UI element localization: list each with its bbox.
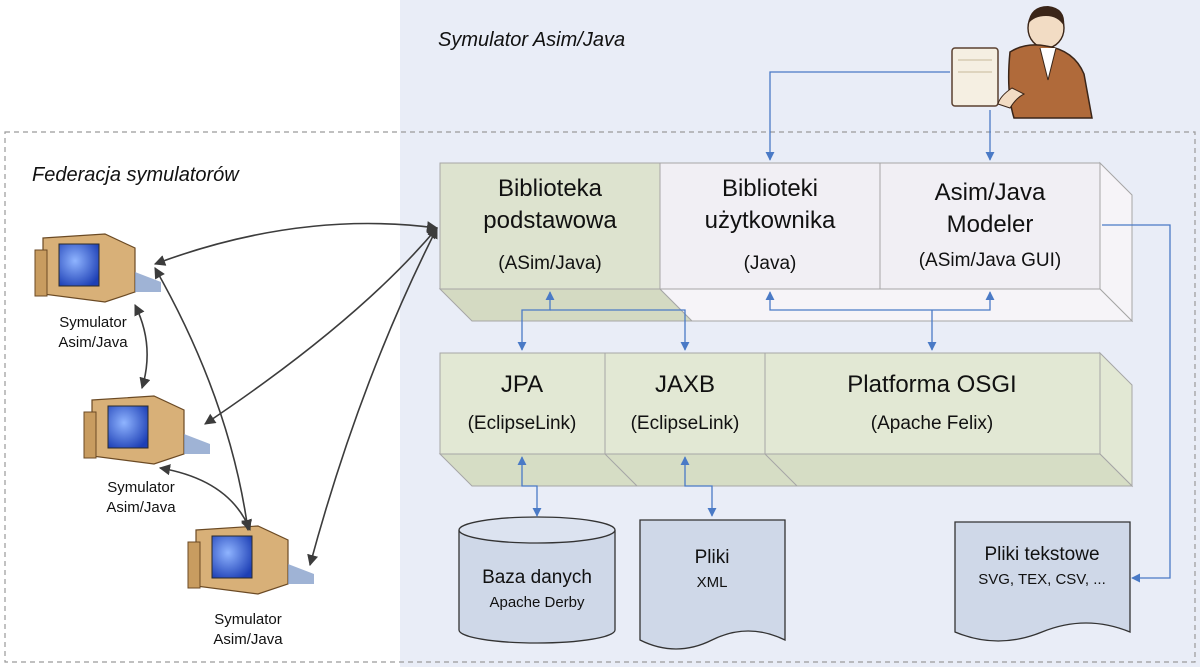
modeler-title-2: Modeler bbox=[947, 211, 1034, 238]
xml-document-icon bbox=[639, 519, 786, 650]
basic-library-box bbox=[439, 162, 661, 290]
database-sub: Apache Derby bbox=[489, 594, 585, 611]
simulator-1-label-2: Asim/Java bbox=[58, 334, 128, 351]
jaxb-sub: (EclipseLink) bbox=[631, 413, 740, 434]
modeler-sub: (ASim/Java GUI) bbox=[919, 250, 1062, 271]
jpa-box bbox=[439, 352, 606, 455]
desktop-computer-icon bbox=[34, 233, 161, 303]
simulator-2-label-2: Asim/Java bbox=[106, 499, 176, 516]
simulator-region-title: Symulator Asim/Java bbox=[438, 29, 625, 51]
user-libraries-box bbox=[659, 162, 881, 290]
user-libraries-title-1: Biblioteki bbox=[722, 175, 818, 202]
osgi-box bbox=[764, 352, 1101, 455]
osgi-title: Platforma OSGI bbox=[847, 371, 1016, 398]
basic-library-title-2: podstawowa bbox=[483, 207, 617, 234]
jpa-title: JPA bbox=[501, 371, 543, 398]
database-cylinder-icon bbox=[458, 516, 616, 644]
text-files-title: Pliki tekstowe bbox=[984, 544, 1099, 565]
desktop-computer-icon bbox=[83, 395, 210, 465]
user-libraries-sub: (Java) bbox=[744, 253, 797, 274]
basic-library-sub: (ASim/Java) bbox=[498, 253, 601, 274]
federation-region bbox=[4, 131, 1196, 663]
simulator-2-label-1: Symulator bbox=[107, 479, 175, 496]
osgi-sub: (Apache Felix) bbox=[871, 413, 994, 434]
desktop-computer-icon bbox=[187, 525, 314, 595]
modeler-title-1: Asim/Java bbox=[935, 179, 1046, 206]
top-layer bbox=[438, 161, 1134, 323]
jaxb-box bbox=[604, 352, 766, 455]
simulator-1-label-1: Symulator bbox=[59, 314, 127, 331]
xml-files-sub: XML bbox=[697, 574, 728, 591]
text-document-icon bbox=[954, 521, 1131, 642]
basic-library-title-1: Biblioteka bbox=[498, 175, 603, 202]
jaxb-title: JAXB bbox=[655, 371, 715, 398]
simulator-3-label-1: Symulator bbox=[214, 611, 282, 628]
federation-region-title: Federacja symulatorów bbox=[32, 164, 240, 186]
user-libraries-title-2: użytkownika bbox=[705, 207, 836, 234]
blue-connectors bbox=[517, 71, 1171, 583]
jpa-sub: (EclipseLink) bbox=[468, 413, 577, 434]
middle-layer bbox=[438, 351, 1134, 488]
text-files-sub: SVG, TEX, CSV, ... bbox=[978, 571, 1106, 588]
simulator-3-label-2: Asim/Java bbox=[213, 631, 283, 648]
federation-connectors bbox=[134, 221, 439, 567]
xml-files-title: Pliki bbox=[695, 547, 730, 568]
database-title: Baza danych bbox=[482, 567, 592, 588]
user-at-computer-icon bbox=[951, 6, 1093, 119]
modeler-box bbox=[879, 162, 1101, 290]
